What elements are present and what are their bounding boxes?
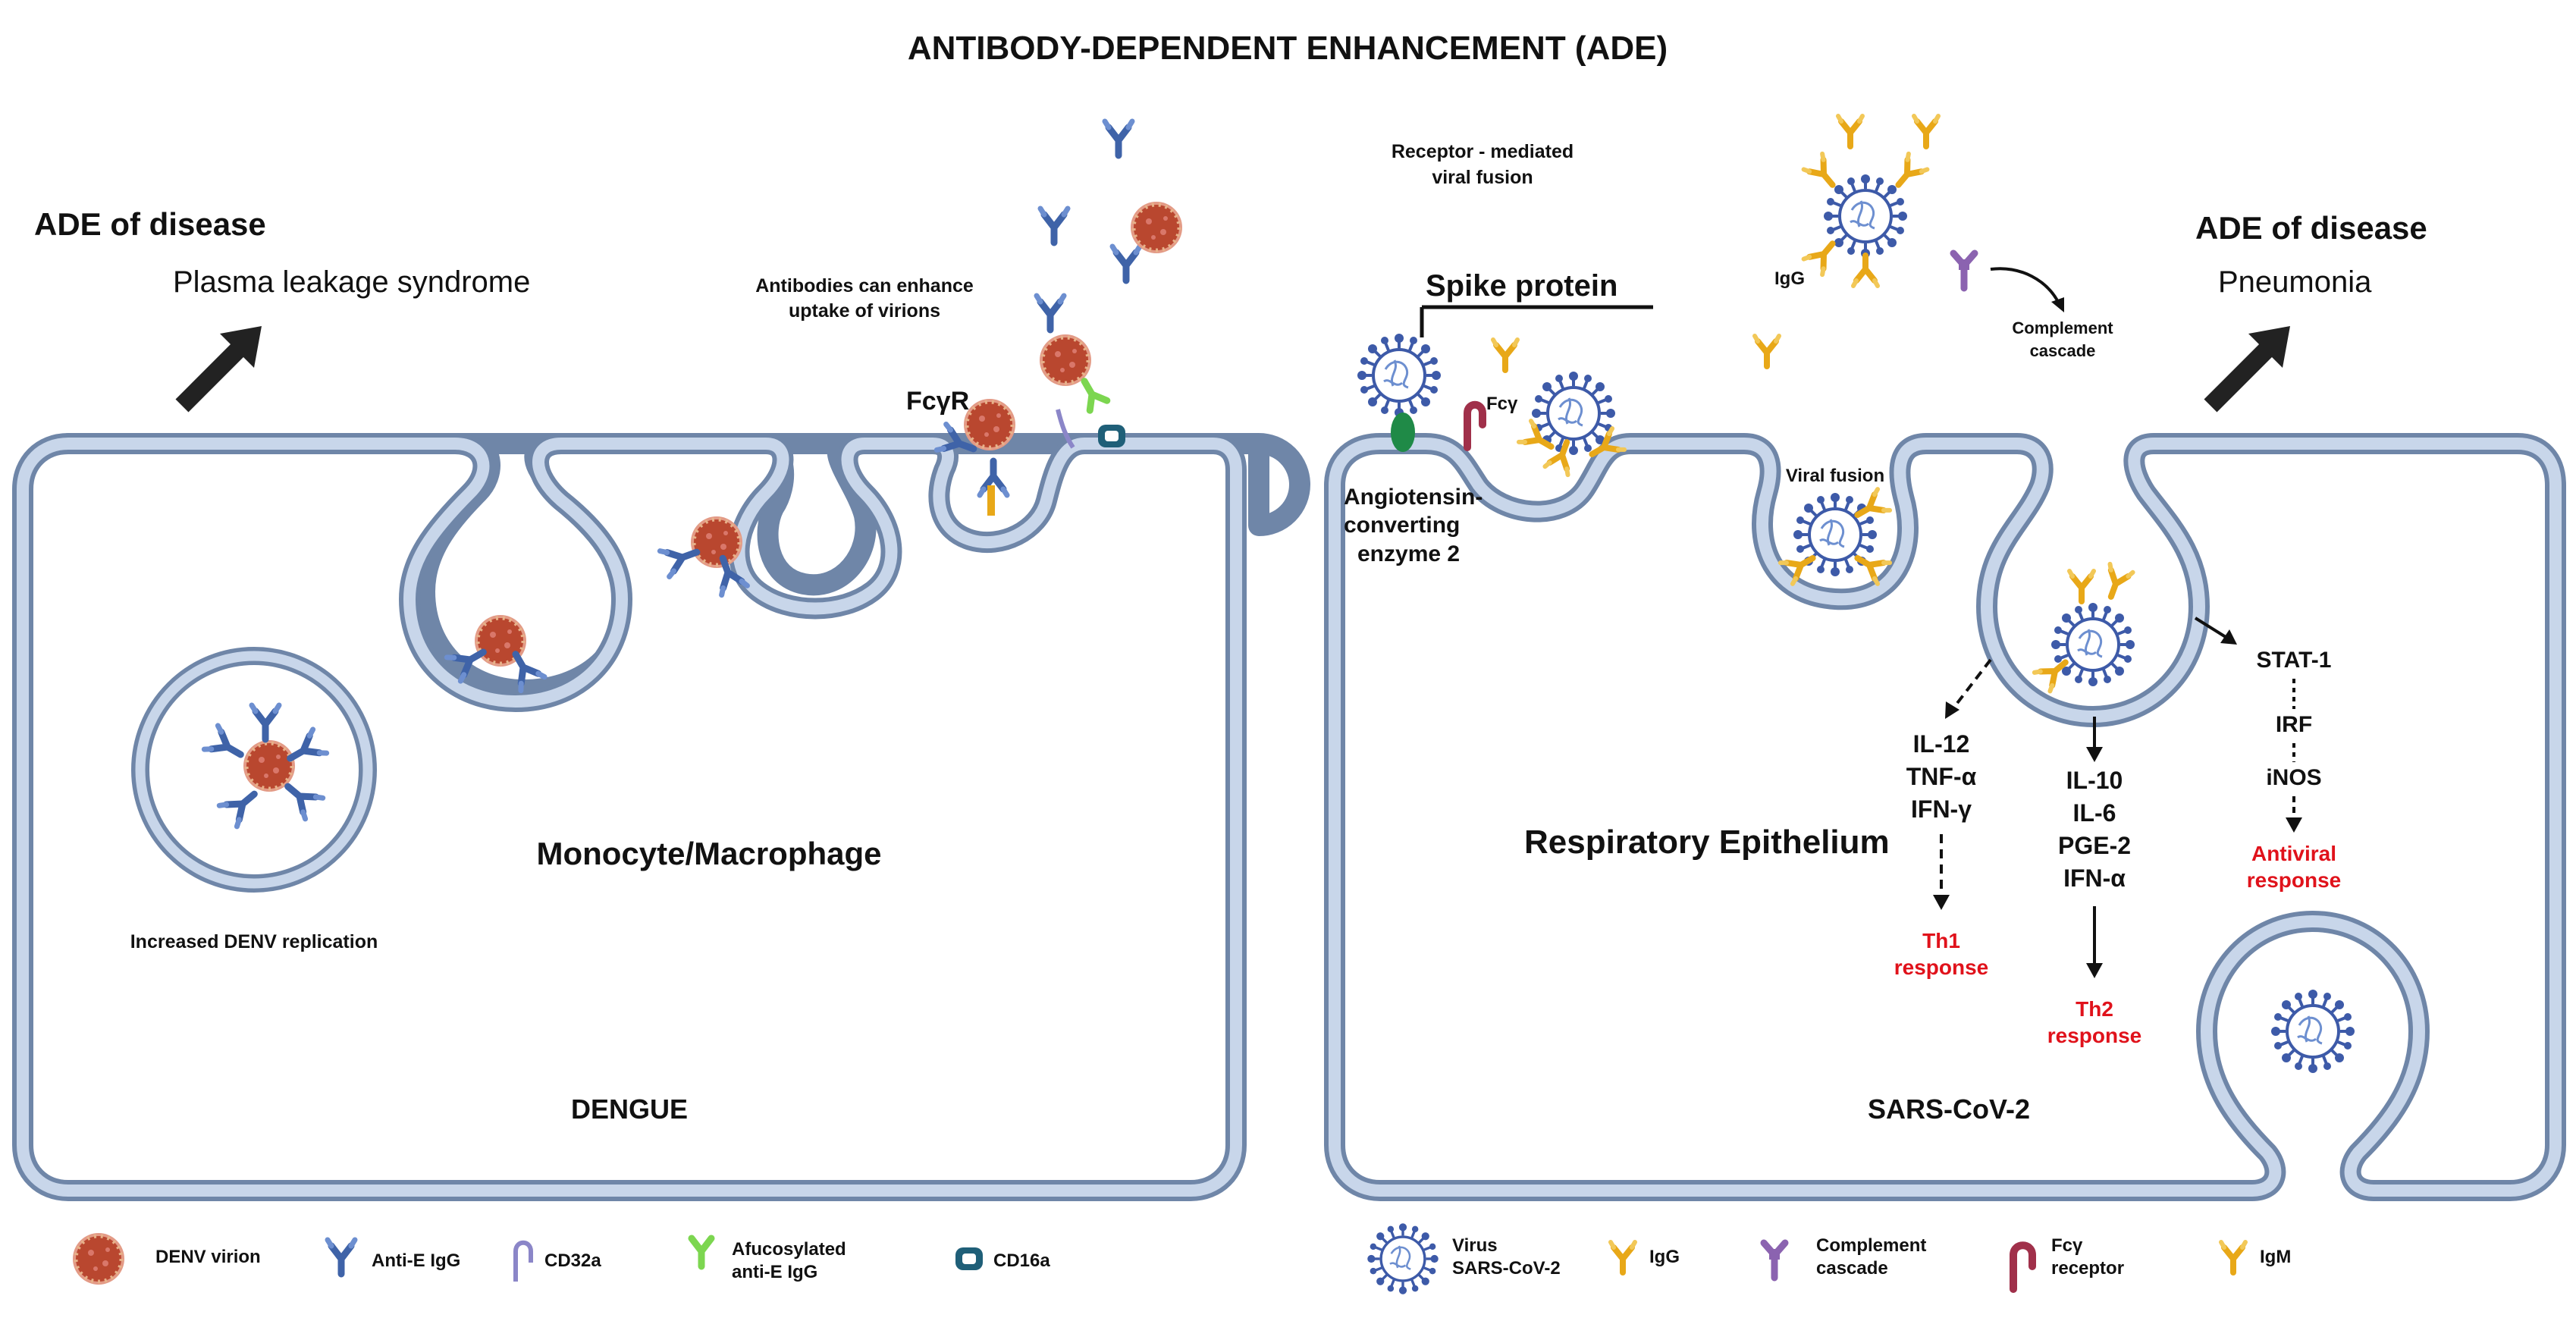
- sars-virus-vesicle: [2270, 988, 2356, 1075]
- igg-label: IgG: [1774, 268, 1805, 289]
- legend-afuco-line1: Afucosylated: [732, 1239, 846, 1260]
- fcgr-label: FcγR: [906, 387, 969, 416]
- legend-fcy-line2: receptor: [2051, 1258, 2124, 1279]
- sars-virus-spike: [1356, 332, 1442, 419]
- ace2-label-line3: enzyme 2: [1357, 541, 1460, 566]
- dengue-up-arrow: [175, 326, 262, 413]
- ace2-label-line1: Angiotensin-: [1344, 485, 1483, 510]
- cytokine-th2-1: IL-10: [2066, 767, 2123, 794]
- antiviral-step-3: iNOS: [2266, 765, 2321, 790]
- antiviral-step-2: IRF: [2276, 712, 2312, 737]
- denv-virion-fcgr: [964, 399, 1015, 450]
- legend-cd16a-icon: [955, 1247, 983, 1270]
- cytokine-th2-4: IFN-α: [2063, 864, 2126, 892]
- ace2-receptor-icon: [1391, 413, 1415, 452]
- denv-virion-pit: [691, 516, 742, 568]
- viral-fusion-label: Viral fusion: [1786, 466, 1884, 486]
- antiviral-step-1: STAT-1: [2257, 648, 2332, 673]
- enhance-note-line2: uptake of virions: [789, 300, 940, 322]
- th2-response-line1: Th2: [2076, 997, 2113, 1021]
- fcy-label: Fcγ: [1486, 394, 1518, 414]
- diagram-title: ANTIBODY-DEPENDENT ENHANCEMENT (ADE): [908, 30, 1668, 67]
- legend-right: Virus SARS-CoV-2 IgG Complement cascade …: [1366, 1222, 2291, 1296]
- free-antibody-icon: [1105, 121, 1132, 155]
- sars-up-arrow: [2204, 326, 2290, 413]
- legend-left: DENV virion Anti-E IgG CD32a Afucosylate…: [73, 1233, 1050, 1285]
- legend-anti-e-igg: Anti-E IgG: [372, 1250, 460, 1271]
- sars-label: SARS-CoV-2: [1868, 1094, 2030, 1125]
- legend-igm-icon: [2221, 1242, 2245, 1272]
- legend-cd32a: CD32a: [544, 1250, 601, 1271]
- cd32a-receptor-icon: [1056, 409, 1075, 449]
- cytokine-th2-3: PGE-2: [2058, 832, 2131, 859]
- epithelium-label: Respiratory Epithelium: [1524, 824, 1890, 861]
- legend-igg: IgG: [1649, 1247, 1680, 1267]
- th1-response-line2: response: [1894, 955, 1989, 979]
- legend-sars-virus-icon: [1366, 1222, 1440, 1296]
- dengue-ade-outcome: Plasma leakage syndrome: [173, 265, 530, 299]
- ace2-label-line2: converting: [1344, 513, 1460, 538]
- cytokine-th1-1: IL-12: [1913, 730, 1970, 758]
- complement-label-line2: cascade: [2030, 341, 2096, 360]
- fcgr-receptor-icon: [987, 485, 995, 516]
- antiviral-response-line2: response: [2247, 868, 2342, 892]
- legend-fcy-line1: Fcγ: [2051, 1235, 2083, 1256]
- cytokine-th1-3: IFN-γ: [1911, 795, 1972, 823]
- th1-response-line1: Th1: [1922, 929, 1960, 952]
- complement-icon: [1950, 249, 1978, 292]
- spike-protein-label: Spike protein: [1426, 269, 1617, 303]
- legend-complement-line1: Complement: [1816, 1235, 1926, 1256]
- legend-complement-icon: [1760, 1239, 1789, 1282]
- sars-virus-endosome: [2050, 601, 2136, 688]
- legend-virus-line1: Virus: [1452, 1235, 1498, 1256]
- dengue-ade-heading: ADE of disease: [34, 206, 266, 242]
- dengue-label: DENGUE: [571, 1094, 688, 1125]
- legend-afucosylated-icon: [692, 1238, 711, 1266]
- legend-denv-virion-icon: [73, 1233, 124, 1285]
- monocyte-label: Monocyte/Macrophage: [536, 836, 881, 871]
- replication-label: Increased DENV replication: [130, 931, 378, 952]
- fcy-receptor-icon: [1464, 400, 1486, 451]
- legend-complement-line2: cascade: [1816, 1258, 1888, 1279]
- complement-label-line1: Complement: [2012, 318, 2113, 337]
- legend-virus-line2: SARS-CoV-2: [1452, 1258, 1561, 1279]
- antiviral-response-line1: Antiviral: [2251, 842, 2336, 865]
- legend-cd32a-icon: [513, 1240, 533, 1282]
- enhance-note-line1: Antibodies can enhance: [755, 275, 974, 297]
- th2-response-line2: response: [2047, 1024, 2142, 1047]
- legend-cd16a: CD16a: [993, 1250, 1050, 1271]
- legend-afuco-line2: anti-E IgG: [732, 1262, 817, 1282]
- legend-denv-virion: DENV virion: [155, 1247, 261, 1267]
- sars-ade-heading: ADE of disease: [2195, 210, 2427, 246]
- cd16a-receptor-icon: [1098, 425, 1125, 447]
- fusion-note-line1: Receptor - mediated: [1392, 141, 1574, 162]
- sars-ade-outcome: Pneumonia: [2218, 265, 2372, 299]
- legend-fcy-receptor-icon: [2010, 1241, 2036, 1293]
- legend-igg-icon: [1611, 1242, 1635, 1272]
- fusion-note-line2: viral fusion: [1432, 167, 1533, 188]
- cytokine-th1-2: TNF-α: [1906, 763, 1977, 790]
- cytokine-th2-2: IL-6: [2073, 799, 2116, 827]
- legend-anti-e-igg-icon: [328, 1240, 355, 1274]
- legend-igm: IgM: [2260, 1247, 2291, 1267]
- sars-virus-complement: [1822, 173, 1909, 259]
